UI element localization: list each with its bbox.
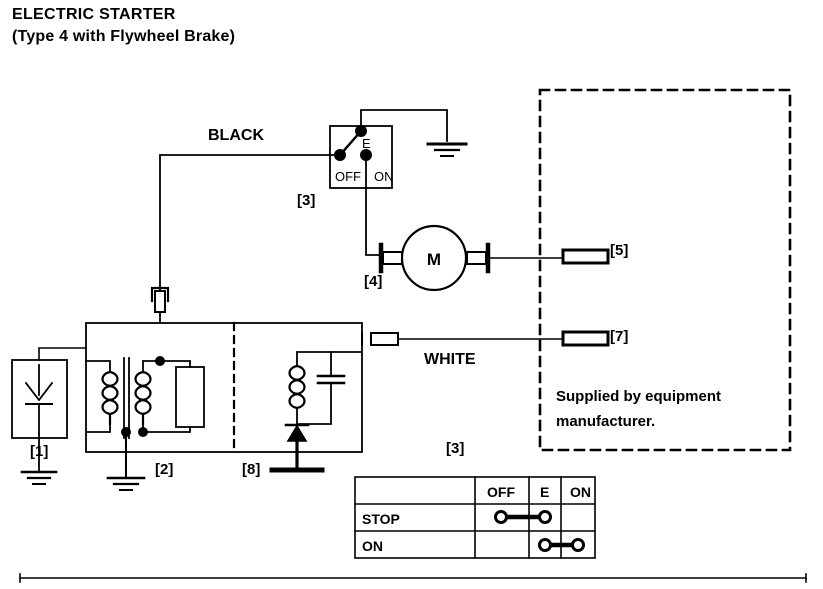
- switch-terminal-e-label: E: [362, 136, 371, 151]
- switch-terminal-on-label: ON: [374, 169, 394, 184]
- on-terminal-to-motor-wire: [365, 157, 382, 256]
- diagram-title-line2: (Type 4 with Flywheel Brake): [12, 28, 236, 45]
- ref-label-connector-white: [7]: [610, 328, 629, 345]
- module-top-connector: [150, 286, 170, 324]
- coil-primary-winding: [101, 370, 119, 426]
- bottom-divider-rule: [19, 573, 807, 583]
- ref-label-switch-box: [3]: [297, 192, 316, 209]
- white-wire-label: WHITE: [424, 351, 476, 368]
- connector-5: [561, 248, 610, 265]
- supplied-note-line1: Supplied by equipment: [556, 388, 722, 405]
- coil-secondary-winding: [134, 370, 152, 426]
- junction-dot-coil-top: [155, 356, 165, 366]
- coil-left-bottom-lead: [85, 423, 111, 433]
- black-wire-label: BLACK: [208, 127, 264, 144]
- switch-terminal-off-dot: [334, 149, 346, 161]
- table-contact-stop: [494, 510, 552, 524]
- coil-right-top-lead: [142, 360, 161, 371]
- resistor-block: [175, 366, 205, 428]
- ref-label-connector-black: [5]: [610, 242, 629, 259]
- table-contact-on: [538, 538, 585, 552]
- switch-ground-wire: [360, 109, 448, 142]
- ground-symbol-coil: [106, 476, 146, 491]
- rectifier-top-lead: [38, 347, 87, 361]
- table-header-off: OFF: [487, 484, 515, 500]
- ref-label-equipment-block: [3]: [446, 440, 465, 457]
- coil-left-top-lead: [85, 360, 111, 371]
- resistor-top-lead: [159, 360, 191, 368]
- ground-symbol-switch: [426, 142, 468, 157]
- ref-label-coil-module: [2]: [155, 461, 174, 478]
- switch-terminal-e-dot: [355, 125, 367, 137]
- black-wire-path: [159, 154, 341, 292]
- table-header-e: E: [540, 484, 550, 500]
- motor-right-terminal: [466, 242, 491, 274]
- transformer-core: [123, 357, 130, 439]
- ground-symbol-rectifier: [20, 470, 58, 485]
- resistor-bottom-lead: [159, 426, 191, 433]
- diagram-title-line1: ELECTRIC STARTER: [12, 6, 176, 23]
- switch-terminal-off-label: OFF: [335, 169, 361, 184]
- equipment-supplied-dashed-box: [538, 88, 792, 452]
- table-row-label-stop: STOP: [362, 511, 400, 527]
- motor-symbol-label: M: [427, 250, 441, 269]
- supplied-note-line2: manufacturer.: [556, 413, 656, 430]
- diode-symbol-rectifier: [24, 364, 54, 435]
- ref-label-motor-terminal: [4]: [364, 273, 383, 290]
- table-header-on: ON: [570, 484, 591, 500]
- ignition-coil-winding: [288, 364, 306, 410]
- connector-7: [561, 330, 610, 347]
- ref-label-ignition-module: [8]: [242, 461, 261, 478]
- table-row-label-on: ON: [362, 538, 383, 554]
- junction-dot-coil-bottom: [138, 427, 148, 437]
- switch-terminal-on-dot: [360, 149, 372, 161]
- motor-left-terminal: [378, 242, 403, 274]
- ignition-coil-top-lead: [296, 351, 363, 367]
- ignition-diode-symbol: [284, 423, 310, 472]
- module-box-outline: [85, 322, 363, 453]
- module-right-connector: [361, 332, 399, 346]
